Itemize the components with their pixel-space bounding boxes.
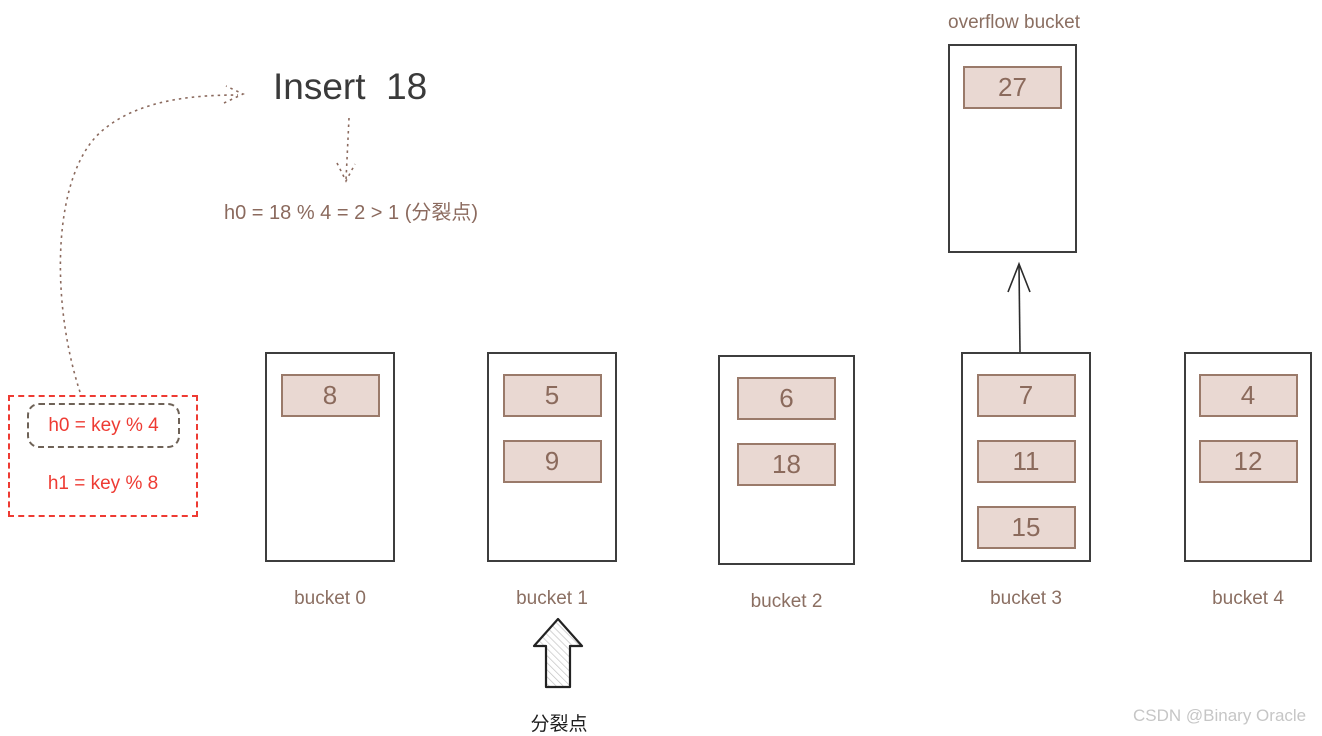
- overflow-bucket-group: overflow bucket 27: [948, 12, 1081, 253]
- bucket-0-box: 8: [265, 352, 395, 562]
- hash-result-note: h0 = 18 % 4 = 2 > 1 (分裂点): [224, 202, 479, 224]
- cell-value: 27: [998, 72, 1027, 102]
- cell-value: 12: [1233, 446, 1263, 476]
- h1-function-label: h1 = key % 8: [47, 473, 159, 494]
- bucket-0-group: 8 bucket 0: [265, 352, 395, 610]
- bucket-cell: 4: [1198, 374, 1298, 417]
- bucket-cell: 12: [1198, 440, 1298, 483]
- h0-function-label: h0 = key % 4: [48, 414, 159, 436]
- bucket-cell: 6: [737, 377, 836, 420]
- insert-to-formula-arrow-icon: [336, 117, 356, 183]
- bucket-cell: 7: [976, 374, 1076, 417]
- split-pointer-up-arrow-icon: [532, 617, 584, 689]
- bucket-1-group: 5 9 bucket 1: [487, 352, 617, 610]
- insert-title: Insert 18: [273, 66, 428, 107]
- bucket-cell: 11: [976, 440, 1076, 483]
- watermark-text: CSDN @Binary Oracle: [1133, 706, 1307, 725]
- cell-value: 4: [1240, 380, 1256, 410]
- hash-functions-box: h0 = key % 4 h1 = key % 8: [8, 395, 198, 517]
- cell-value: 11: [1012, 446, 1040, 476]
- bucket-2-label: bucket 2: [750, 591, 823, 612]
- cell-value: 7: [1018, 380, 1034, 410]
- bucket-4-group: 4 12 bucket 4: [1184, 352, 1312, 610]
- bucket-4-label: bucket 4: [1212, 588, 1284, 609]
- cell-value: 6: [779, 383, 794, 413]
- bucket-cell: 27: [963, 66, 1062, 109]
- overflow-bucket-box: 27: [948, 44, 1077, 253]
- bucket-3-box: 7 11 15: [961, 352, 1091, 562]
- bucket-cell: 15: [976, 506, 1076, 549]
- cell-value: 8: [322, 380, 338, 410]
- h0-function-box: h0 = key % 4: [27, 403, 180, 448]
- bucket-3-label: bucket 3: [990, 588, 1062, 609]
- bucket-4-box: 4 12: [1184, 352, 1312, 562]
- cell-value: 9: [544, 446, 560, 476]
- bucket-2-box: 6 18: [718, 355, 855, 565]
- bucket-cell: 9: [502, 440, 602, 483]
- cell-value: 18: [772, 449, 801, 479]
- split-pointer-label: 分裂点: [530, 714, 588, 735]
- bucket-2-group: 6 18 bucket 2: [718, 355, 855, 613]
- bucket-1-label: bucket 1: [516, 588, 588, 609]
- bucket-cell: 5: [502, 374, 602, 417]
- bucket-cell: 18: [737, 443, 836, 486]
- bucket-0-label: bucket 0: [294, 588, 366, 609]
- overflow-bucket-label: overflow bucket: [948, 12, 1081, 33]
- bucket-1-box: 5 9: [487, 352, 617, 562]
- hash-to-insert-arrow-icon: [59, 85, 245, 393]
- bucket3-to-overflow-arrow-icon: [1007, 261, 1031, 353]
- cell-value: 5: [544, 380, 560, 410]
- bucket-3-group: 7 11 15 bucket 3: [961, 352, 1091, 610]
- bucket-cell: 8: [280, 374, 380, 417]
- cell-value: 15: [1011, 512, 1041, 542]
- split-pointer-group: 分裂点: [526, 616, 592, 736]
